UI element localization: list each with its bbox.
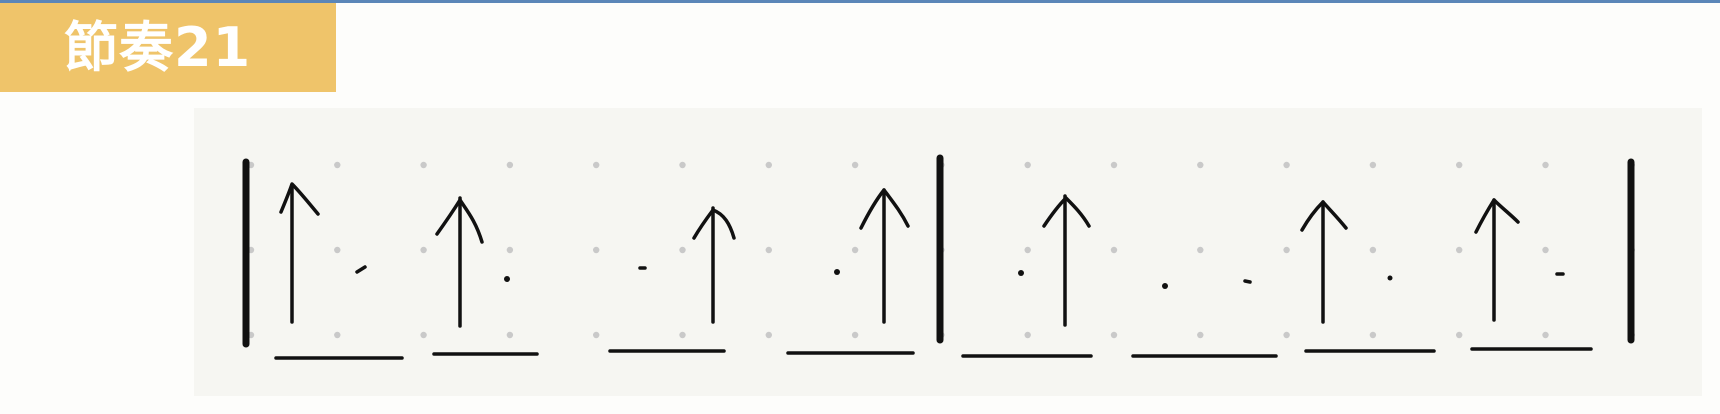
up-strum-arrow xyxy=(279,182,320,324)
grid-dot xyxy=(1110,246,1118,254)
dot-mark xyxy=(834,269,840,275)
up-strum-arrow xyxy=(435,196,484,328)
grid-dot xyxy=(334,246,341,254)
grid-dot xyxy=(851,246,859,254)
dot-mark xyxy=(1018,270,1024,276)
grid-dot xyxy=(420,331,427,339)
grid-dot xyxy=(506,161,514,169)
grid-dot xyxy=(420,161,427,169)
up-strum-arrow xyxy=(859,188,910,324)
grid-dot xyxy=(1197,161,1204,169)
grid-dot xyxy=(679,161,686,169)
grid-dot xyxy=(851,331,859,339)
top-rule xyxy=(0,0,1720,3)
grid-dot xyxy=(765,331,772,339)
grid-dot xyxy=(1110,161,1118,169)
grid-dot xyxy=(1283,161,1290,169)
grid-dot xyxy=(1456,161,1463,169)
grid-dot xyxy=(334,331,341,339)
grid-dot xyxy=(334,161,341,169)
grid-dot xyxy=(1542,246,1549,254)
up-strum-arrow xyxy=(692,206,736,324)
rhythm-title: 節奏21 xyxy=(64,15,252,79)
grid-dot xyxy=(420,246,427,254)
grid-dot xyxy=(1283,331,1290,339)
rhythm-notation-panel xyxy=(194,108,1702,396)
grid-dot xyxy=(1456,331,1463,339)
up-strum-arrow xyxy=(1042,194,1091,327)
grid-dot xyxy=(1369,161,1377,169)
grid-dot xyxy=(506,331,514,339)
grid-dot xyxy=(506,246,514,254)
grid-dot xyxy=(1024,331,1031,339)
grid-dot xyxy=(1197,331,1204,339)
grid-dot xyxy=(679,331,686,339)
grid-dot xyxy=(1369,331,1377,339)
up-strum-arrow xyxy=(1300,200,1348,324)
title-banner: 節奏21 xyxy=(0,3,336,92)
grid-dot xyxy=(1542,331,1549,339)
grid-dot xyxy=(1110,331,1118,339)
grid-dot xyxy=(1456,246,1463,254)
dot-mark xyxy=(1387,275,1393,281)
grid-dot xyxy=(765,246,772,254)
grid-dot xyxy=(765,161,772,169)
grid-dot xyxy=(1283,246,1290,254)
grid-dot xyxy=(679,246,686,254)
grid-dot xyxy=(1542,161,1549,169)
grid-dot xyxy=(1024,161,1031,169)
beat-underlines xyxy=(274,347,1593,360)
grid-dot xyxy=(593,161,600,169)
grid-dot xyxy=(1024,246,1031,254)
grid-dot xyxy=(593,331,600,339)
grid-dot xyxy=(593,246,600,254)
grid-dot xyxy=(1369,246,1377,254)
dot-mark xyxy=(504,276,510,282)
dot-mark xyxy=(1162,283,1168,289)
grid-dot xyxy=(851,161,859,169)
dot-marks xyxy=(355,265,1565,289)
grid-dot xyxy=(1197,246,1204,254)
up-strum-arrow xyxy=(1474,198,1520,322)
